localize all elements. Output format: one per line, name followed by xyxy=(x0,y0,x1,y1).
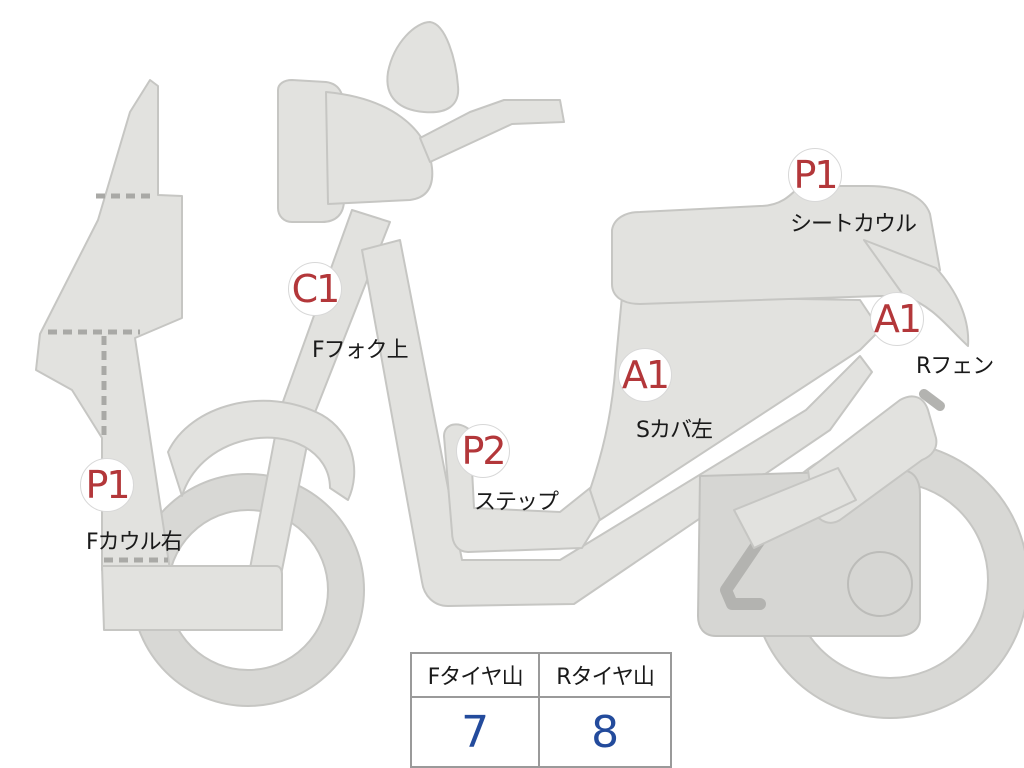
rear-hub xyxy=(847,551,913,617)
rear-fender-cowl xyxy=(863,239,970,347)
grade-badge: A1 xyxy=(618,348,672,402)
handlebar xyxy=(419,99,565,163)
grade-badge: P2 xyxy=(456,424,510,478)
mirror xyxy=(386,21,460,114)
tread-value-row: 7 8 xyxy=(409,696,672,768)
seat xyxy=(611,185,941,305)
grade-badge: P1 xyxy=(788,148,842,202)
front-tire-tread-value: 7 xyxy=(409,696,541,768)
handle-cover xyxy=(325,91,434,205)
rear-tire-tread-value: 8 xyxy=(538,696,672,768)
front-tire-tread-header: Fタイヤ山 xyxy=(409,652,541,698)
marker-label: Fカウル右 xyxy=(86,530,183,555)
marker-label: シートカウル xyxy=(790,212,917,237)
front-lower-block xyxy=(101,565,283,631)
front-fender xyxy=(167,399,356,501)
frame-tube xyxy=(361,239,873,607)
marker-label: Rフェン xyxy=(916,354,994,379)
marker-label: ステップ xyxy=(474,490,559,515)
tread-header-row: Fタイヤ山 Rタイヤ山 xyxy=(409,652,672,698)
grade-badge: A1 xyxy=(870,292,924,346)
muffler xyxy=(733,467,857,549)
grade-badge: C1 xyxy=(288,262,342,316)
side-cover xyxy=(589,295,881,521)
marker-label: Sカバ左 xyxy=(636,418,713,443)
marker-label: Fフォク上 xyxy=(312,338,409,363)
tire-tread-table: Fタイヤ山 Rタイヤ山 7 8 xyxy=(409,652,672,768)
grade-badge: P1 xyxy=(80,458,134,512)
rear-tire-tread-header: Rタイヤ山 xyxy=(538,652,672,698)
